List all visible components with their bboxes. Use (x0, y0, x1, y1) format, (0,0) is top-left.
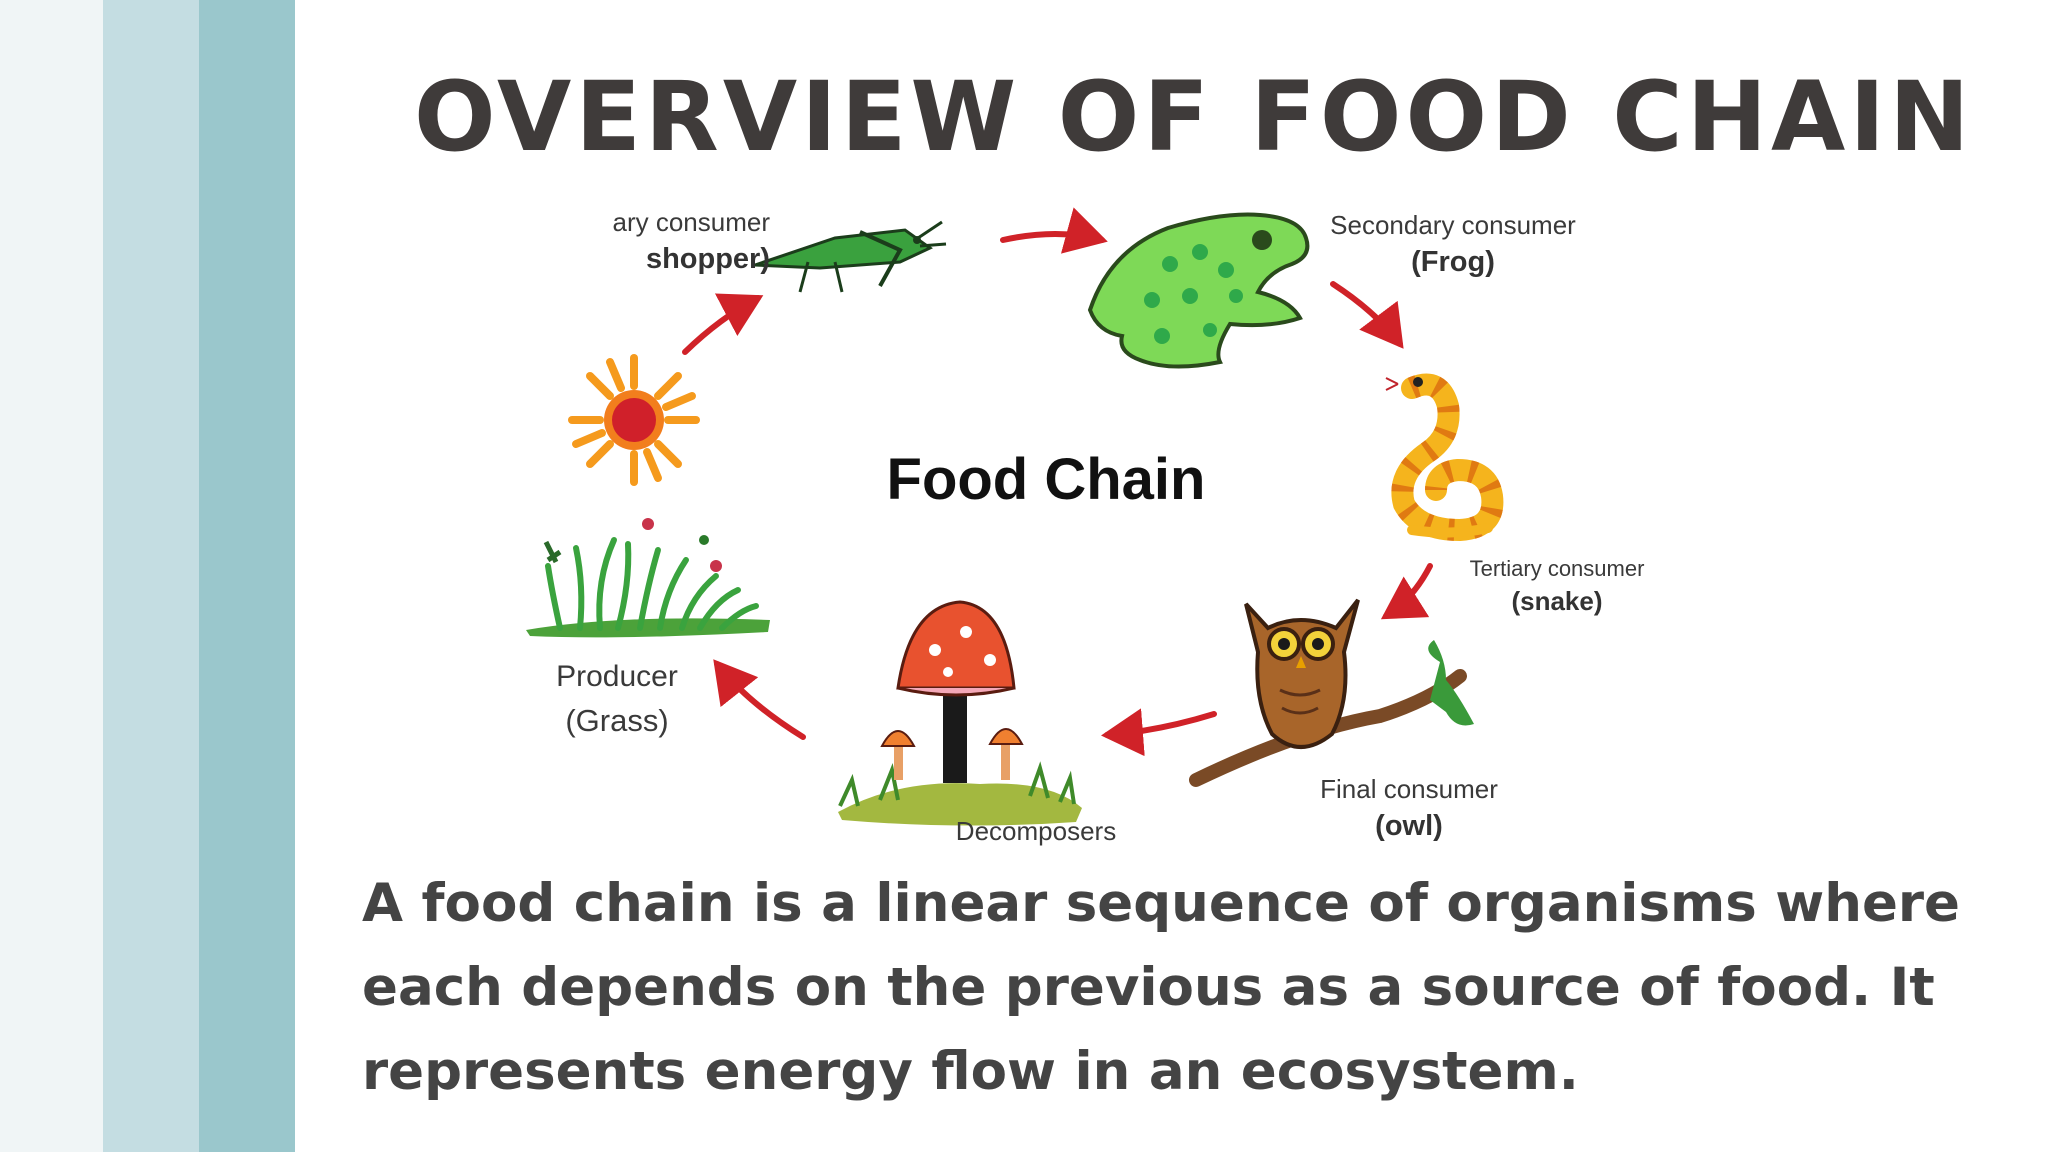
stage-caption-final-consumer: Final consumer (owl) (1284, 772, 1534, 846)
snake-icon (1385, 373, 1504, 542)
decorative-stripe-mid (103, 0, 199, 1152)
arrow-grasshopper-to-frog (1000, 207, 1108, 254)
stage-caption-primary-consumer: ary consumer shopper) (520, 205, 771, 285)
stage-caption-tertiary-consumer: Tertiary consumer (snake) (1432, 554, 1682, 618)
stage-name: shopper) (645, 243, 770, 275)
stage-name: (owl) (1375, 810, 1443, 842)
stage-caption-producer: Producer (Grass) (522, 656, 712, 744)
stage-name: (Grass) (565, 703, 669, 738)
stage-name: (Frog) (1411, 246, 1495, 278)
stage-role: Producer (556, 660, 678, 693)
mushroom-icon (838, 600, 1082, 826)
stage-role: Tertiary consumer (1469, 556, 1645, 581)
stage-role: ary consumer (612, 207, 771, 237)
grasshopper-icon (754, 220, 947, 293)
frog-icon (1087, 212, 1310, 369)
stage-caption-secondary-consumer: Secondary consumer (Frog) (1318, 208, 1588, 282)
arrow-sun-to-grasshopper (682, 293, 764, 355)
stage-role: Final consumer (1320, 774, 1498, 804)
stage-caption-decomposers: Decomposers (906, 814, 1166, 848)
slide-description: A food chain is a linear sequence of org… (362, 873, 1960, 1102)
stage-role: Decomposers (955, 816, 1117, 846)
decorative-stripe-dark (199, 0, 295, 1152)
arrow-decomposers-to-producer (713, 659, 806, 740)
decorative-stripe-light (0, 0, 103, 1152)
arrow-snake-to-owl (1380, 563, 1433, 620)
arrow-frog-to-snake (1330, 281, 1404, 349)
stage-role: Secondary consumer (1330, 210, 1576, 240)
stage-name: (snake) (1511, 586, 1603, 616)
arrow-owl-to-decomposers (1101, 708, 1217, 757)
diagram-center-label: Food Chain (886, 447, 1206, 512)
sun-icon (568, 354, 700, 486)
owl-icon (1189, 598, 1474, 787)
slide-title: OVERVIEW OF FOOD CHAIN (414, 61, 1974, 173)
grass-icon (526, 518, 770, 638)
